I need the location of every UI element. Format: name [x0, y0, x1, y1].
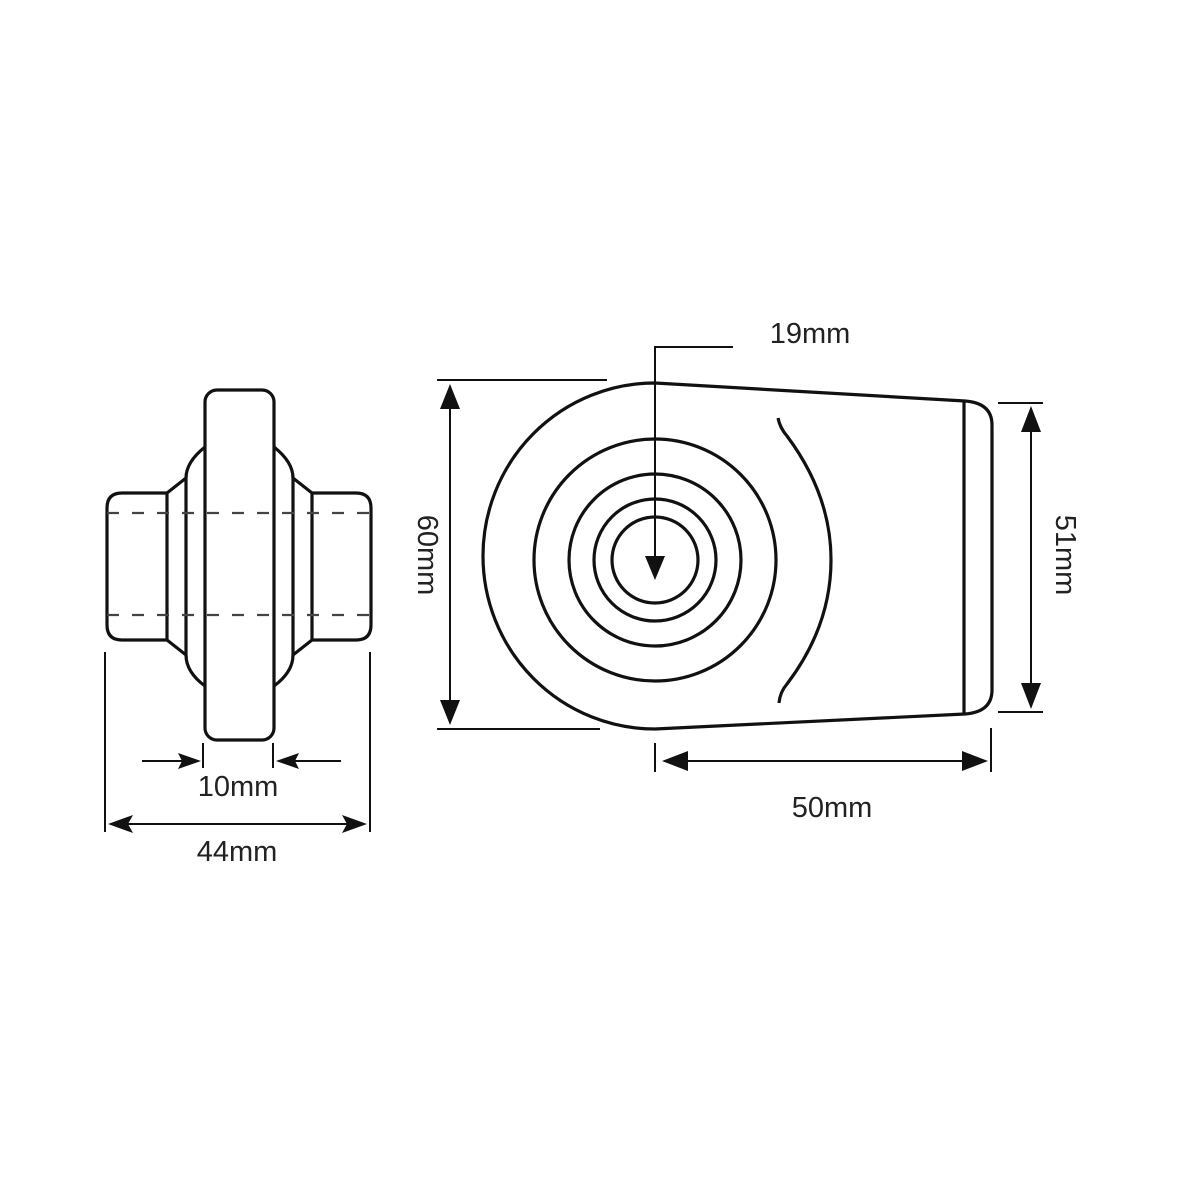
tail-height-label: 51mm: [1049, 515, 1081, 596]
front-view: 19mm 60mm 51mm 50mm: [411, 318, 1081, 824]
flange: [203, 388, 276, 742]
left-cone: [166, 474, 188, 659]
eye-height-label: 60mm: [411, 515, 443, 596]
right-shaft: [310, 491, 373, 642]
curved-transition-line: [776, 417, 833, 704]
arrowhead-icon: [108, 815, 133, 833]
eye-body-outline: [481, 381, 994, 731]
arrowhead-icon: [342, 815, 367, 833]
arrowhead-icon: [178, 753, 201, 769]
arrowhead-icon: [662, 751, 688, 771]
arrowhead-icon: [1021, 406, 1041, 432]
arrowhead-icon: [962, 751, 988, 771]
bore-leader-line: [654, 346, 733, 562]
right-bulge: [273, 445, 295, 688]
arrowhead-icon: [440, 700, 460, 725]
side-view: 10mm 44mm: [104, 388, 373, 868]
bore-diameter-label: 19mm: [770, 318, 851, 350]
flange-width-label: 10mm: [198, 771, 279, 803]
left-bulge: [184, 445, 206, 688]
overall-width-label: 44mm: [197, 836, 278, 868]
right-cone: [291, 474, 313, 659]
arrowhead-icon: [440, 384, 460, 409]
tail-length-label: 50mm: [792, 792, 873, 824]
arrowhead-icon: [276, 753, 299, 769]
left-shaft: [105, 491, 169, 642]
arrowhead-icon: [1021, 683, 1041, 709]
arrowhead-icon: [645, 556, 665, 580]
